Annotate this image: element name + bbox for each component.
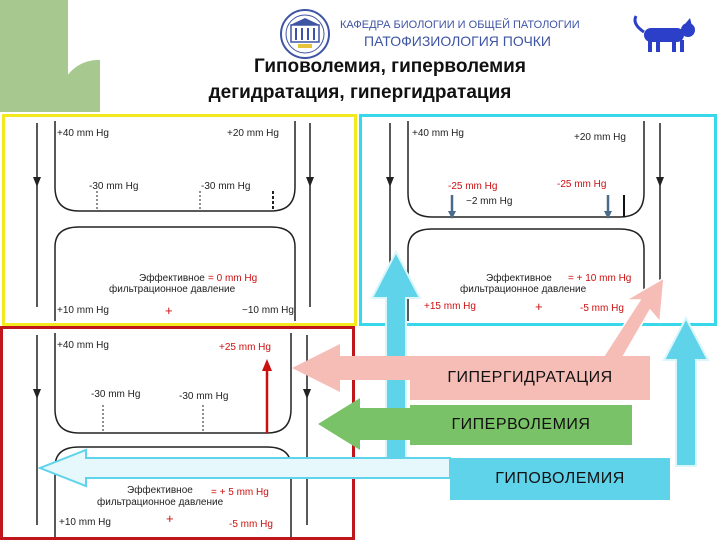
hyper-top-right-label: +25 mm Hg xyxy=(219,342,271,353)
hypovolemia-left-arrow xyxy=(37,448,451,488)
hypovolemia-label: ГИПОВОЛЕМИЯ xyxy=(450,458,670,500)
decor-green-block xyxy=(0,0,68,112)
normal-bot-right-label: −10 mm Hg xyxy=(242,305,294,316)
normal-eff-label-2: фильтрационное давление xyxy=(109,283,236,295)
hypervolemia-left-arrow xyxy=(318,398,412,450)
hypo-top-right-label: +20 mm Hg xyxy=(574,132,626,143)
hyper-eff-value: = + 5 mm Hg xyxy=(211,487,269,498)
hypo-eff-label-2: фильтрационное давление xyxy=(460,283,587,295)
hypervolemia-label: ГИПЕРВОЛЕМИЯ xyxy=(410,405,632,445)
diagram-hypovolemia: +40 mm Hg +20 mm Hg -25 mm Hg -25 mm Hg … xyxy=(386,121,664,321)
hyperhydration-diag-arrow xyxy=(598,276,665,363)
normal-top-left-label: +40 mm Hg xyxy=(57,128,109,139)
course-name: ПАТОФИЗИОЛОГИЯ ПОЧКИ xyxy=(364,33,551,49)
normal-mid-right-label: -30 mm Hg xyxy=(201,181,250,192)
hyper-plus-sign: + xyxy=(166,511,174,526)
normal-eff-label-1: Эффективное xyxy=(139,272,205,284)
panel-hypovolemia xyxy=(359,114,717,326)
hyper-top-left-label: +40 mm Hg xyxy=(57,340,109,351)
hypo-plus-sign: + xyxy=(535,299,543,314)
hyper-eff-label-2: фильтрационное давление xyxy=(97,496,224,508)
university-logo-icon xyxy=(280,9,330,59)
hypo-mid-left-label: -25 mm Hg xyxy=(448,181,497,192)
page-title-line-1: Гиповолемия, гиперволемия xyxy=(254,56,526,77)
normal-plus-sign: + xyxy=(165,303,173,318)
hypo-mid-right-label: -25 mm Hg xyxy=(557,179,606,190)
dachshund-mascot-icon xyxy=(633,15,695,52)
diagram-normal: +40 mm Hg +20 mm Hg -30 mm Hg -30 mm Hg … xyxy=(33,121,314,321)
hyperhydration-label: ГИПЕРГИДРАТАЦИЯ xyxy=(410,356,650,400)
normal-bot-left-label: +10 mm Hg xyxy=(57,305,109,316)
hyperhydration-left-arrow xyxy=(292,344,412,392)
hypo-top-left-label: +40 mm Hg xyxy=(412,128,464,139)
hypovolemia-right-arrow xyxy=(662,315,710,467)
hyper-bot-right-label: -5 mm Hg xyxy=(229,519,273,530)
hyper-eff-label-1: Эффективное xyxy=(127,484,193,496)
hyper-bot-left-label: +10 mm Hg xyxy=(59,517,111,528)
diagram-hyperhydration: +40 mm Hg +25 mm Hg -30 mm Hg -30 mm Hg … xyxy=(33,333,311,537)
hyper-mid-left-label: -30 mm Hg xyxy=(91,389,140,400)
normal-top-right-label: +20 mm Hg xyxy=(227,128,279,139)
hypo-bot-left-label: +15 mm Hg xyxy=(424,301,476,312)
hypo-mid-extra-label: −2 mm Hg xyxy=(466,196,512,207)
hyper-mid-right-label: -30 mm Hg xyxy=(179,391,228,402)
hypo-eff-label-1: Эффективное xyxy=(486,272,552,284)
hypo-bot-right-label: -5 mm Hg xyxy=(580,303,624,314)
hypo-eff-value: = + 10 mm Hg xyxy=(568,273,631,284)
department-name: КАФЕДРА БИОЛОГИИ И ОБЩЕЙ ПАТОЛОГИИ xyxy=(340,19,580,31)
normal-eff-value: = 0 mm Hg xyxy=(208,273,257,284)
panel-normal xyxy=(2,114,357,326)
normal-mid-left-label: -30 mm Hg xyxy=(89,181,138,192)
page-title-line-2: дегидратация, гипергидратация xyxy=(208,82,512,103)
